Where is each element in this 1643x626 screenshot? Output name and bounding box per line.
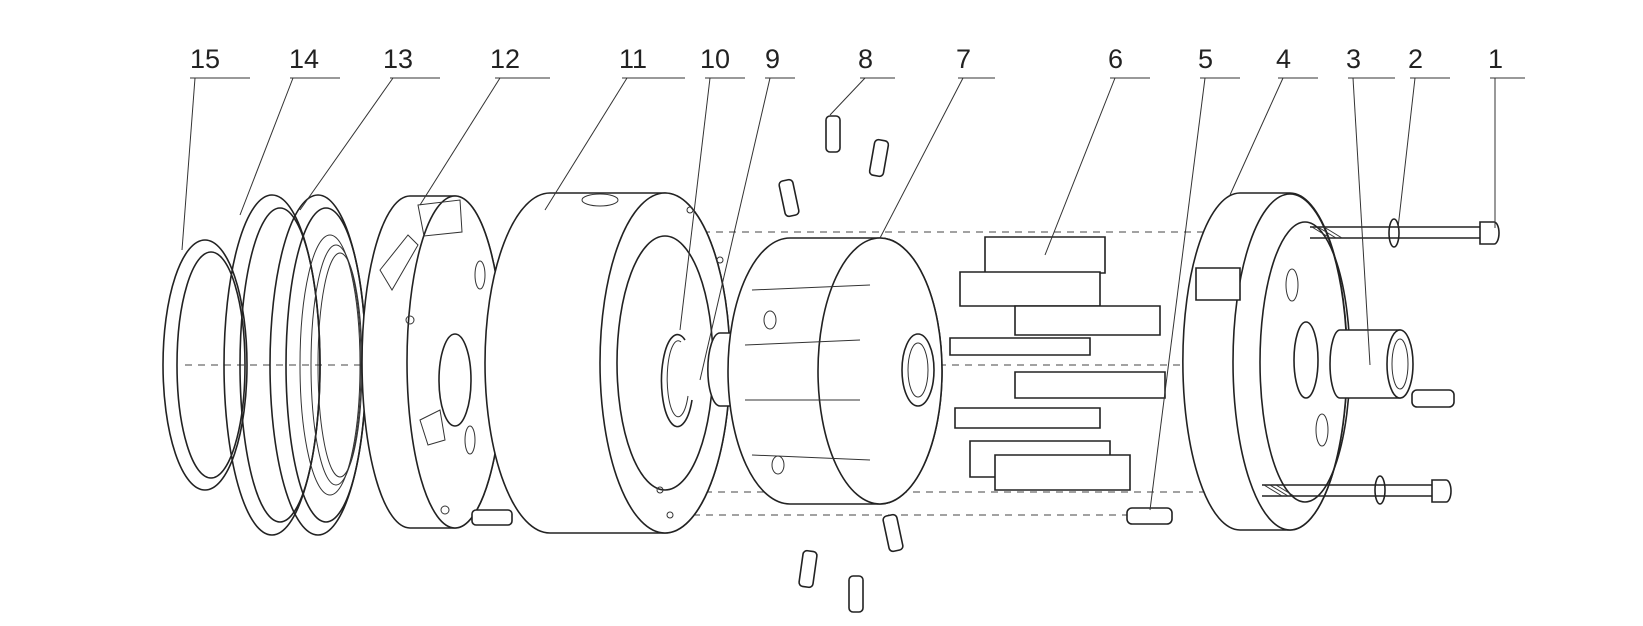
callout-6: 6: [1108, 44, 1123, 74]
callout-4: 4: [1276, 44, 1291, 74]
callout-14: 14: [289, 44, 319, 74]
part-13-seal-ring: [269, 194, 367, 536]
part-14-ring: [223, 194, 321, 536]
part-8-dowel-pins: [471, 115, 904, 613]
callout-11: 11: [619, 44, 647, 74]
part-6-vanes: [949, 236, 1166, 491]
callout-1: 1: [1488, 44, 1503, 74]
callout-8: 8: [858, 44, 873, 74]
part-10-retaining-clip: [660, 333, 693, 428]
callout-15: 15: [190, 44, 220, 74]
callout-9: 9: [765, 44, 780, 74]
callout-7: 7: [956, 44, 971, 74]
leader-lines: [181, 77, 1525, 511]
part-12-end-plate: [361, 195, 504, 529]
part-15-o-ring: [162, 239, 248, 491]
callout-2: 2: [1408, 44, 1423, 74]
callout-5: 5: [1198, 44, 1213, 74]
callout-12: 12: [490, 44, 520, 74]
part-3-shaft-sleeve: [1329, 329, 1455, 408]
part-7-rotor: [727, 237, 943, 505]
part-1-bolts: [1262, 221, 1500, 503]
part-5-locating-pin: [1126, 507, 1173, 525]
callout-3: 3: [1346, 44, 1361, 74]
callout-labels: 15 14 13 12 11 10 9 8 7 6 5 4 3 2 1: [190, 44, 1503, 74]
part-4-front-housing: [1182, 192, 1351, 531]
callout-13: 13: [383, 44, 413, 74]
callout-10: 10: [700, 44, 730, 74]
part-2-washers: [1374, 218, 1400, 505]
part-11-cam-ring: [484, 192, 731, 534]
